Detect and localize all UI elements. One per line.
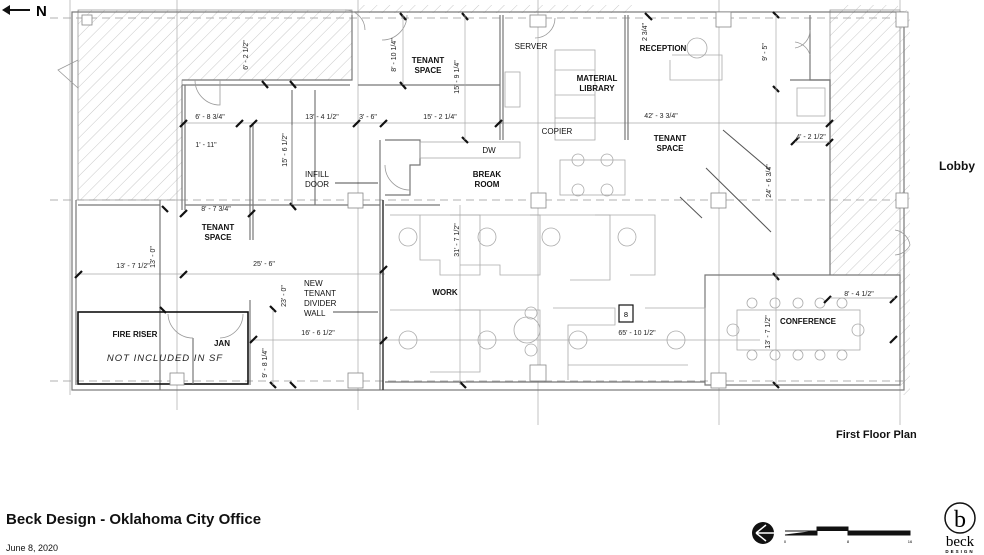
- dimension-label: 42' - 3 3/4": [644, 113, 678, 120]
- walls: [71, 11, 905, 391]
- dimension-label: 9' - 8 1/4": [262, 348, 269, 378]
- dimension-label: 13' - 7 1/2": [116, 263, 150, 270]
- dimension-labels: 6' - 2 1/2" 8' - 10 1/4" 15' - 9 1/4" 6'…: [116, 22, 874, 377]
- svg-text:b: b: [954, 507, 966, 533]
- dimension-label: 16' - 6 1/2": [301, 330, 335, 337]
- room-label-reception: RECEPTION: [640, 44, 687, 53]
- dimension-label: 9' - 5": [762, 43, 769, 61]
- scale-bar: 0 8 16: [752, 522, 913, 544]
- scale-label: 8: [847, 539, 850, 544]
- room-label-dw: DW: [482, 146, 496, 155]
- dimension-label: 4' - 2 1/2": [796, 134, 826, 141]
- room-label-server: SERVER: [515, 42, 548, 51]
- north-label: N: [36, 3, 47, 20]
- room-label-jan: JAN: [214, 339, 230, 348]
- north-arrow-icon: [2, 5, 30, 15]
- dimension-label: 8' - 4 1/2": [844, 291, 874, 298]
- scale-label: 0: [784, 539, 787, 544]
- dimension-label: 6' - 8 3/4": [195, 114, 225, 121]
- dimension-label: 13' - 7 1/2": [765, 315, 772, 349]
- plan-title: First Floor Plan: [836, 429, 917, 441]
- hatched-areas: [77, 5, 910, 395]
- svg-text:DESIGN: DESIGN: [945, 549, 974, 554]
- dimension-label: 15' - 6 1/2": [282, 133, 289, 167]
- dimension-label: 8' - 7 3/4": [201, 206, 231, 213]
- dimension-label: 6' - 2 1/2": [243, 40, 250, 70]
- furniture: [390, 37, 865, 380]
- beck-design-logo: b beck DESIGN: [944, 502, 976, 554]
- dimension-label: 24' - 6 3/4": [766, 164, 773, 198]
- room-label-copier: COPIER: [542, 127, 573, 136]
- room-label-conference: CONFERENCE: [780, 317, 837, 326]
- dimension-label: 1' - 11": [195, 142, 217, 149]
- lobby-label: Lobby: [939, 159, 975, 173]
- grid-lines: [50, 0, 905, 425]
- room-label-fire-riser: FIRE RISER: [113, 330, 158, 339]
- dimension-label: 31' - 7 1/2": [454, 223, 461, 257]
- svg-text:beck: beck: [946, 534, 975, 550]
- dimension-label: 15' - 9 1/4": [454, 60, 461, 94]
- project-date: June 8, 2020: [6, 543, 59, 553]
- project-title: Beck Design - Oklahoma City Office: [6, 511, 262, 528]
- dimension-label: 13' - 0": [150, 246, 157, 268]
- dimension-label: 2 3/4": [642, 22, 649, 41]
- doors: [57, 9, 911, 256]
- dimension-label: 65' - 10 1/2": [618, 330, 656, 337]
- dimension-label: 8' - 10 1/4": [391, 38, 398, 72]
- tag-8: 8: [624, 310, 628, 319]
- scale-label: 16: [908, 539, 913, 544]
- dimension-label: 15' - 2 1/4": [423, 114, 457, 121]
- columns: [81, 11, 909, 389]
- dimension-lines: [272, 15, 895, 385]
- not-included-note: NOT INCLUDED IN SF: [107, 353, 223, 364]
- dimension-label: 23' - 0": [281, 285, 288, 307]
- tag-8-box: [618, 304, 634, 323]
- room-label-work: WORK: [432, 288, 458, 297]
- dimension-label: 25' - 6": [253, 261, 275, 268]
- dimension-label: 3' - 6": [359, 114, 377, 121]
- fire-riser-room: [77, 311, 249, 385]
- dimension-label: 13' - 4 1/2": [305, 114, 339, 121]
